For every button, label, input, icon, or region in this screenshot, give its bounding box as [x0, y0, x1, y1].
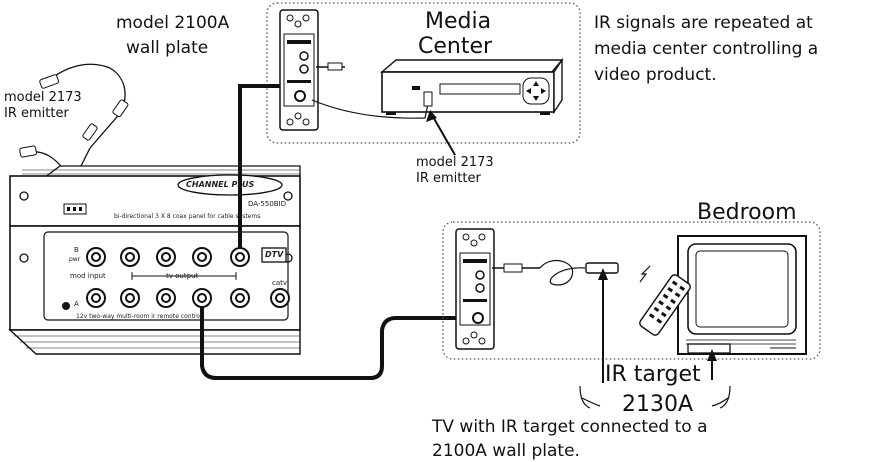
ir-target-label-2: 2130A [622, 392, 694, 417]
bedroom-tv [677, 235, 807, 355]
panel-port-b: B [74, 246, 79, 254]
panel-brand: CHANNEL PLUS [186, 180, 255, 189]
panel-model: DA-550BID [248, 200, 287, 208]
panel-description: bi-directional 3 X 8 coax panel for cabl… [114, 213, 261, 220]
bedroom-box [442, 221, 821, 360]
port-row-bottom [86, 288, 290, 308]
ir-repeat-text-1: IR signals are repeated at [594, 13, 813, 33]
ir-repeat-text-3: video product. [594, 65, 717, 85]
video-product [380, 57, 564, 115]
panel-tv-output: tv output [166, 272, 199, 280]
coax-to-bedroom [200, 306, 466, 380]
ir-target-label-1: IR target [605, 362, 701, 387]
emitter-left-label-2: IR emitter [4, 106, 69, 121]
port-row-top [86, 247, 250, 267]
wallplate-label-bottom: wall plate [126, 38, 209, 58]
tv-caption-2: 2100A wall plate. [432, 441, 580, 461]
ir-repeat-text-2: media center controlling a [594, 39, 819, 59]
media-center-box [266, 2, 581, 144]
media-center-title-2: Center [418, 34, 493, 59]
panel-footer: 12v two-way multi-room ir remote control [76, 313, 202, 320]
wall-plate-media [279, 9, 319, 131]
panel-catv: catv [272, 279, 288, 287]
tv-caption-1: TV with IR target connected to a [432, 417, 708, 437]
media-center-title-1: Media [425, 9, 492, 34]
emitter-left-label-1: model 2173 [4, 90, 82, 105]
bedroom-title: Bedroom [697, 200, 797, 225]
panel-mod-input: mod input [70, 272, 106, 280]
emitter-mid-label-1: model 2173 [416, 155, 494, 170]
emitter-mid-label-2: IR emitter [416, 171, 481, 186]
panel-pwr: pwr [69, 256, 81, 263]
remote-control [639, 274, 691, 336]
coax-to-media [238, 84, 280, 248]
panel-port-a: A [74, 300, 79, 308]
coax-panel [8, 165, 301, 355]
panel-dtv-badge: DTV [265, 250, 284, 259]
wall-plate-bedroom [455, 228, 495, 350]
wallplate-label-top: model 2100A [116, 13, 230, 33]
